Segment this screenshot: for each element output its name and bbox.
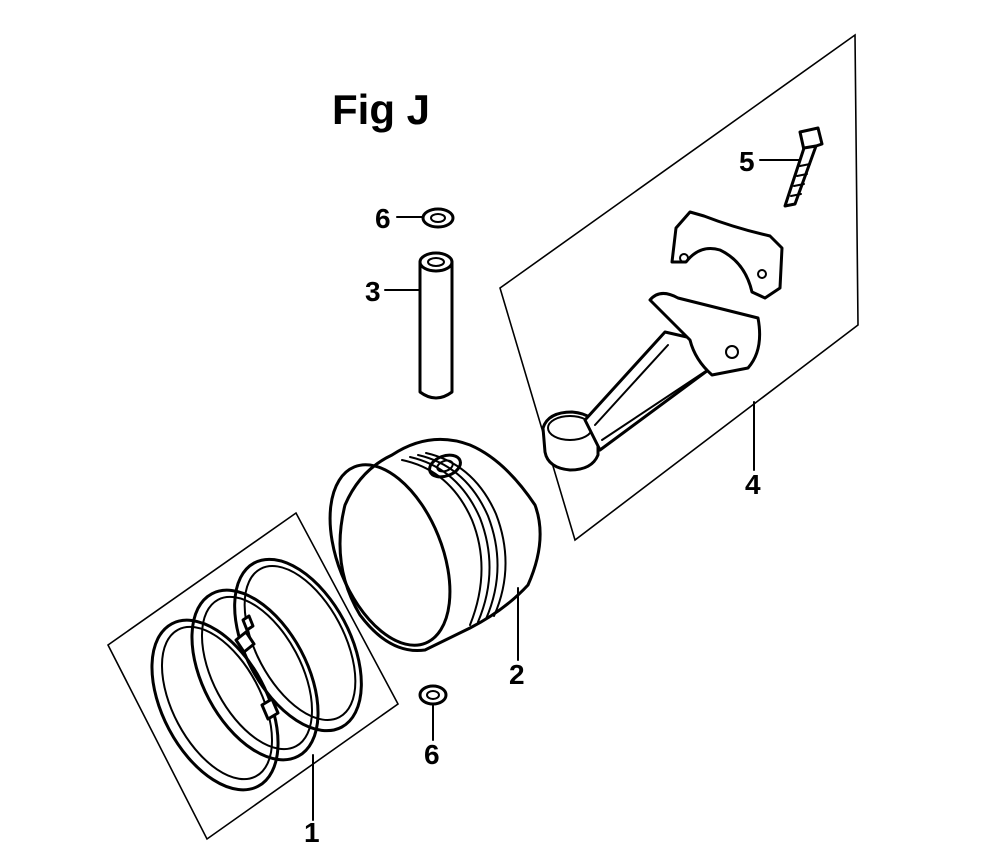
callout-2: 2 — [509, 659, 525, 690]
piston-rings — [150, 557, 363, 792]
pin-clip-top — [421, 207, 455, 229]
piston — [328, 437, 542, 653]
callout-3: 3 — [365, 276, 381, 307]
figure-title: Fig J — [332, 86, 430, 133]
leader-lines — [312, 159, 801, 821]
callout-5: 5 — [739, 146, 755, 177]
connecting-rod — [541, 210, 784, 472]
callout-1: 1 — [304, 817, 320, 848]
rings-group-frame — [106, 511, 400, 841]
callout-6-bottom: 6 — [424, 739, 440, 770]
callout-4: 4 — [745, 469, 761, 500]
piston-pin — [418, 251, 454, 400]
rod-bolt — [783, 126, 824, 208]
callout-6-top: 6 — [375, 203, 391, 234]
pin-clip-bottom — [418, 684, 448, 706]
